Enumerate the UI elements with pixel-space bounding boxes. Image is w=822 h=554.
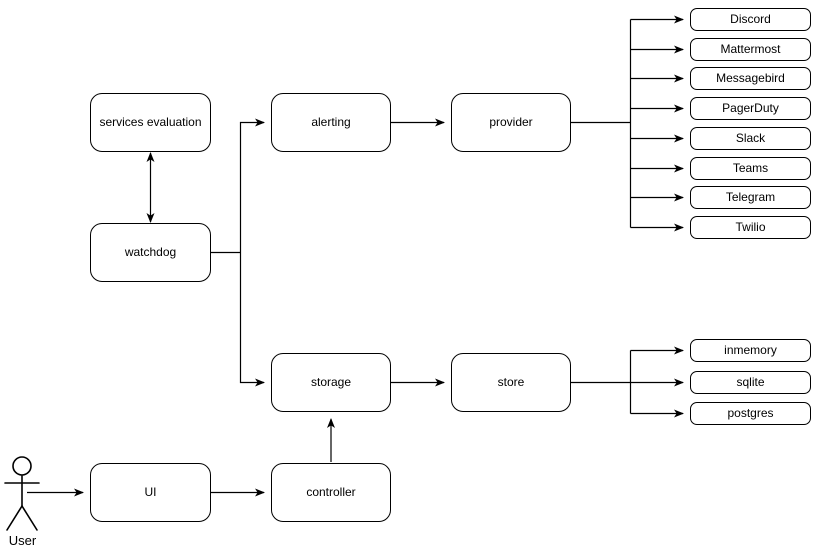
- edge-trunk-to-storage: [239, 252, 265, 387]
- node-label: Teams: [732, 160, 769, 175]
- node-provider[interactable]: provider: [451, 93, 571, 152]
- node-ui[interactable]: UI: [90, 463, 211, 522]
- node-label: store: [497, 374, 525, 389]
- node-label: Twilio: [735, 219, 766, 234]
- node-provider-slack[interactable]: Slack: [690, 127, 811, 150]
- node-provider-mattermost[interactable]: Mattermost: [690, 38, 811, 61]
- node-controller[interactable]: controller: [271, 463, 391, 522]
- node-provider-pagerduty[interactable]: PagerDuty: [690, 97, 811, 120]
- node-label: Mattermost: [720, 41, 781, 56]
- node-services-evaluation[interactable]: services evaluation: [90, 93, 211, 152]
- user-actor-label: User: [8, 533, 37, 548]
- node-alerting[interactable]: alerting: [271, 93, 391, 152]
- node-label: provider: [489, 114, 533, 129]
- node-provider-teams[interactable]: Teams: [690, 157, 811, 180]
- node-store[interactable]: store: [451, 353, 571, 412]
- node-label: postgres: [727, 405, 774, 420]
- edge-trunk-to-alerting: [239, 118, 265, 253]
- node-label: watchdog: [124, 244, 177, 259]
- actor-leg-left: [6, 505, 23, 531]
- actor-head-icon: [12, 456, 32, 476]
- node-provider-messagebird[interactable]: Messagebird: [690, 67, 811, 90]
- user-actor-figure: [4, 456, 40, 531]
- node-label: PagerDuty: [722, 100, 779, 115]
- node-store-inmemory[interactable]: inmemory: [690, 339, 811, 362]
- node-label: UI: [144, 484, 157, 499]
- node-label: controller: [306, 484, 356, 499]
- node-label: Discord: [730, 11, 771, 26]
- node-provider-discord[interactable]: Discord: [690, 8, 811, 31]
- node-storage[interactable]: storage: [271, 353, 391, 412]
- node-provider-twilio[interactable]: Twilio: [690, 216, 811, 239]
- node-watchdog[interactable]: watchdog: [90, 223, 211, 282]
- node-label: Telegram: [725, 189, 776, 204]
- node-label: inmemory: [724, 342, 777, 357]
- node-store-postgres[interactable]: postgres: [690, 402, 811, 425]
- node-label: alerting: [311, 114, 351, 129]
- node-label: Messagebird: [716, 70, 785, 85]
- node-label: sqlite: [736, 374, 765, 389]
- node-store-sqlite[interactable]: sqlite: [690, 371, 811, 394]
- node-label: services evaluation: [99, 114, 202, 129]
- node-provider-telegram[interactable]: Telegram: [690, 186, 811, 209]
- actor-leg-right: [21, 505, 38, 531]
- node-label: storage: [310, 374, 352, 389]
- node-label: Slack: [735, 130, 766, 145]
